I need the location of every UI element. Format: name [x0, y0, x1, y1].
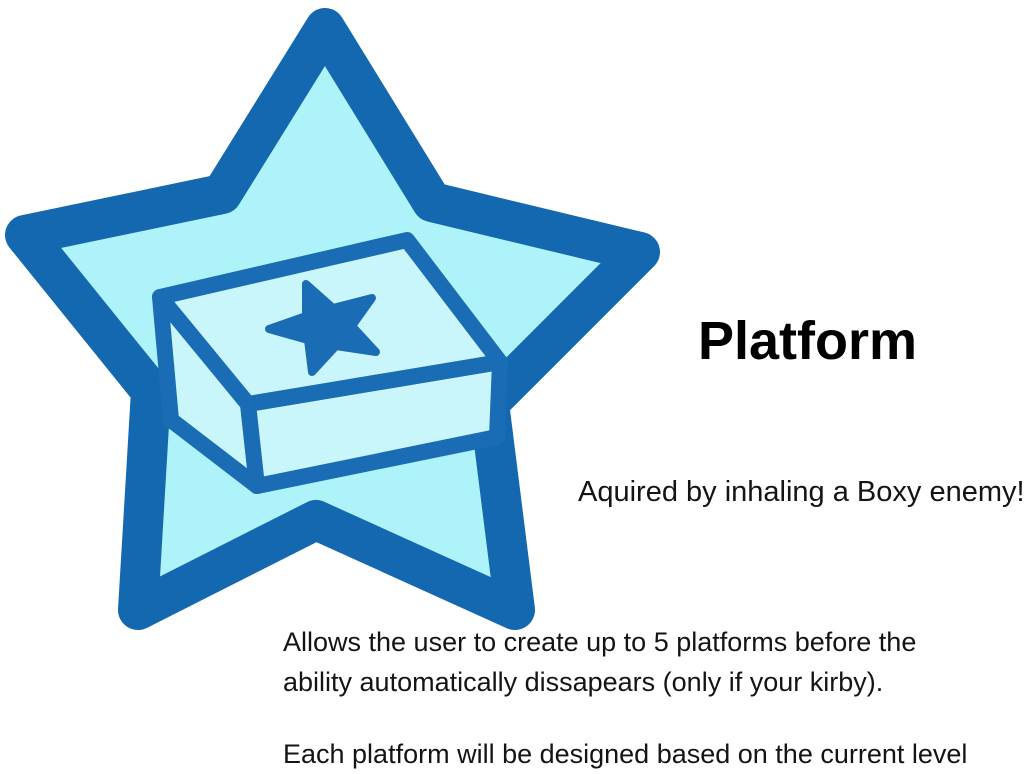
- ability-title: Platform: [698, 311, 918, 371]
- star-icon: [265, 280, 380, 376]
- platform-ability-badge: [5, 8, 660, 630]
- description-paragraph-1: Allows the user to create up to 5 platfo…: [283, 627, 917, 697]
- ability-acquisition-text: Aquired by inhaling a Boxy enemy!: [578, 476, 1024, 508]
- ability-description: Allows the user to create up to 5 platfo…: [283, 622, 1023, 774]
- description-paragraph-2: Each platform will be designed based on …: [283, 739, 968, 769]
